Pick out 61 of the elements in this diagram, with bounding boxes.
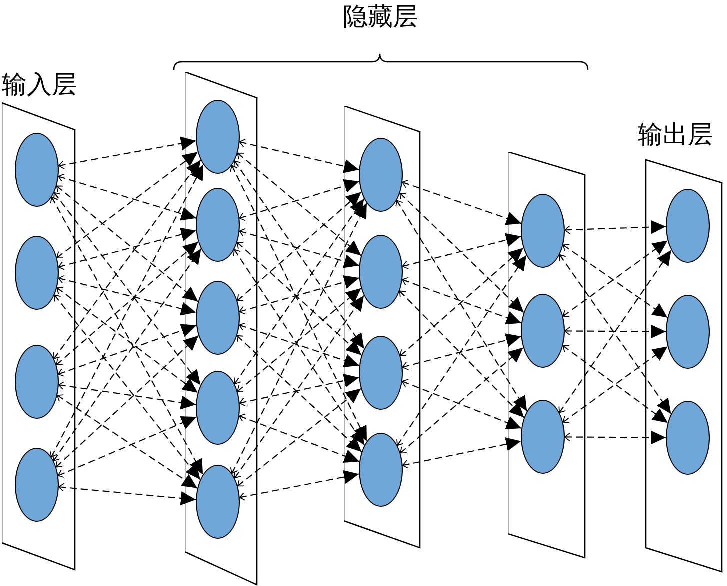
- arrow: [52, 248, 202, 462]
- arrow: [239, 138, 360, 174]
- brace-label: 隐藏层: [343, 2, 418, 32]
- arrow: [58, 381, 196, 410]
- arrow: [400, 347, 524, 454]
- arrow: [399, 290, 525, 418]
- arrow: [58, 136, 196, 170]
- arrow: [239, 322, 360, 368]
- arrow: [58, 228, 196, 270]
- arrow: [56, 186, 199, 302]
- arrow: [396, 200, 528, 412]
- arrow: [402, 379, 522, 430]
- arrow: [239, 228, 360, 268]
- arrow: [564, 430, 666, 445]
- arrow: [402, 180, 522, 226]
- layer-panel: [185, 72, 258, 586]
- arrow: [58, 174, 197, 221]
- arrow: [237, 288, 362, 392]
- arrow: [237, 388, 362, 487]
- arrow: [56, 287, 198, 394]
- arrow: [237, 192, 362, 302]
- arrow: [239, 374, 360, 407]
- arrow: [234, 295, 365, 479]
- arrow: [54, 192, 202, 386]
- arrow: [239, 414, 360, 464]
- arrow: [58, 483, 196, 506]
- arrow: [239, 470, 360, 502]
- arrow: [53, 160, 202, 360]
- arrow: [234, 160, 365, 350]
- layer-panel: [508, 152, 586, 559]
- arrow: [50, 164, 204, 458]
- arrow: [236, 335, 362, 452]
- arrow: [400, 192, 524, 313]
- arrow: [396, 255, 527, 446]
- arrow: [402, 334, 522, 370]
- arrow: [236, 242, 362, 356]
- arrow: [56, 242, 199, 366]
- arrow: [234, 198, 365, 384]
- layer-label: 输出层: [638, 120, 713, 150]
- arrow: [54, 294, 201, 480]
- arrow: [237, 152, 362, 256]
- layer-panel: [344, 106, 421, 549]
- arrow: [402, 438, 522, 469]
- arrow: [564, 324, 666, 339]
- arrow: [56, 152, 198, 259]
- arrow: [58, 324, 197, 377]
- arrow: [402, 233, 522, 270]
- arrow: [233, 249, 366, 446]
- arrow: [400, 248, 524, 356]
- arrow: [564, 220, 666, 234]
- arrow: [56, 335, 200, 468]
- arrow: [239, 179, 360, 222]
- arrow: [230, 165, 368, 442]
- layer-label: 输入层: [2, 70, 77, 100]
- arrow: [57, 394, 198, 489]
- arrow: [402, 277, 522, 325]
- arrow: [239, 275, 360, 315]
- arrow: [50, 196, 204, 475]
- arrow: [230, 203, 368, 474]
- arrow: [58, 416, 197, 478]
- arrow: [58, 275, 196, 316]
